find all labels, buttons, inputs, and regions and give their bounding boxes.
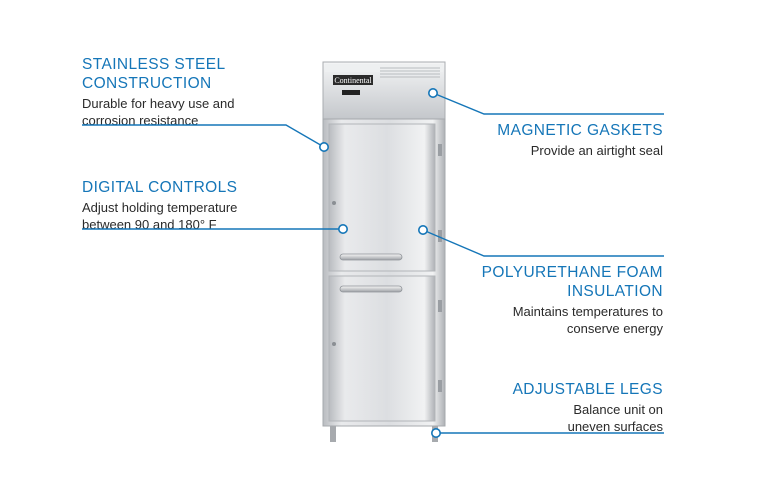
callout-magnetic-gaskets: MAGNETIC GASKETS Provide an airtight sea… [463,121,663,159]
callout-polyurethane-foam: POLYURETHANE FOAM INSULATION Maintains t… [443,263,663,337]
callout-stainless-steel: STAINLESS STEEL CONSTRUCTION Durable for… [82,55,302,129]
brand-logo: Continental [334,76,372,85]
point-stainless [318,142,329,153]
leader-gaskets [432,92,664,115]
leader-stainless [82,124,325,148]
upper-door [328,123,436,272]
cabinet: Continental [322,61,446,442]
callout-description: Adjust holding temperature between 90 an… [82,200,238,232]
point-digital [337,224,348,235]
callout-title: POLYURETHANE FOAM INSULATION [481,264,663,300]
point-foam [417,225,428,236]
digital-display [342,90,360,95]
callout-digital-controls: DIGITAL CONTROLS Adjust holding temperat… [82,178,302,233]
callout-title: STAINLESS STEEL CONSTRUCTION [82,56,226,92]
brand-badge [333,75,373,85]
leader-foam [422,229,664,257]
callout-title: DIGITAL CONTROLS [82,179,238,196]
callout-description: Balance unit on uneven surfaces [567,402,663,434]
vent-grille [380,67,440,78]
point-gaskets [427,88,438,99]
callout-adjustable-legs: ADJUSTABLE LEGS Balance unit on uneven s… [463,380,663,435]
callout-title: MAGNETIC GASKETS [497,122,663,139]
lower-door [328,275,436,422]
point-legs [430,427,441,438]
callout-description: Provide an airtight seal [530,143,663,158]
left-leg [330,426,336,442]
callout-description: Maintains temperatures to conserve energ… [512,304,663,336]
callout-description: Durable for heavy use and corrosion resi… [82,96,235,128]
callout-points [318,88,441,438]
upper-door-handle [339,253,403,261]
lower-door-handle [339,285,403,293]
callout-title: ADJUSTABLE LEGS [512,381,663,398]
leader-lines [82,92,664,434]
